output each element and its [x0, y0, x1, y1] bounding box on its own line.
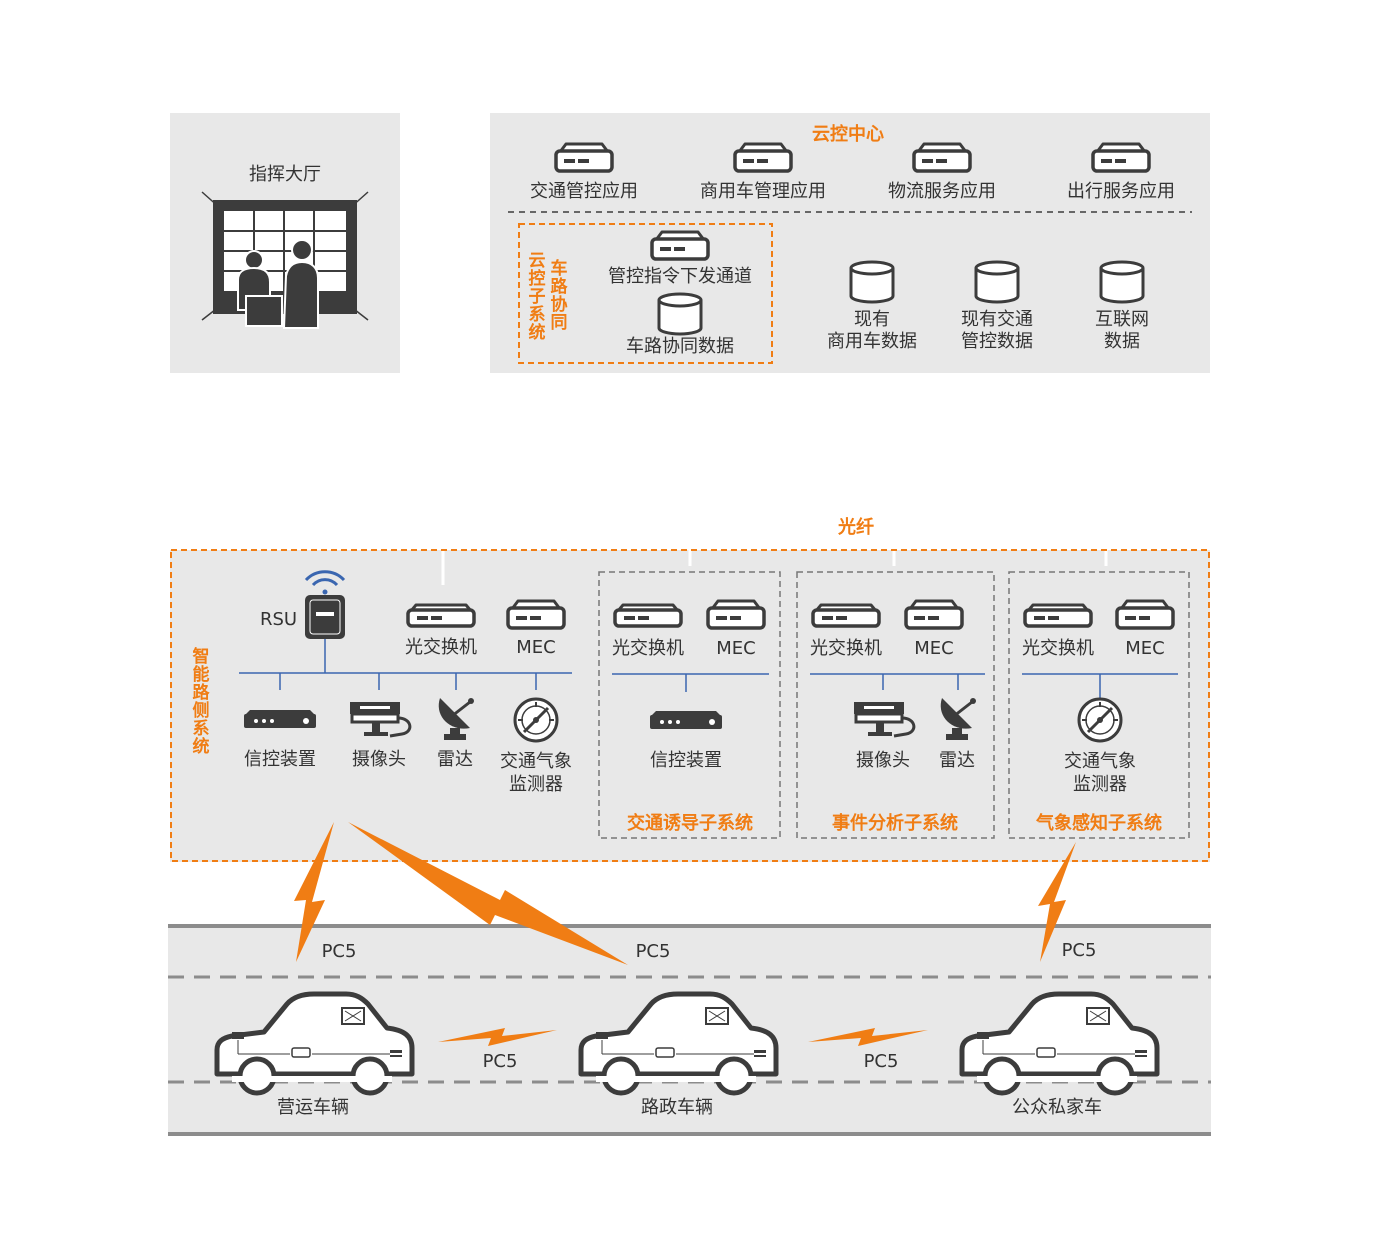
mec-label: MEC — [716, 638, 756, 659]
camera-icon — [852, 700, 916, 738]
weather-label-line1: 交通气象 — [1064, 751, 1136, 772]
mec-icon — [904, 599, 964, 630]
signal-controller-icon — [244, 710, 316, 728]
signal-controller-icon — [650, 711, 722, 729]
mec-label: MEC — [914, 638, 954, 659]
optical-switch-icon — [811, 603, 881, 628]
mec-icon — [1115, 599, 1175, 630]
weather-label-line2: 监测器 — [509, 774, 563, 795]
vehicle-label-operating: 营运车辆 — [277, 1097, 349, 1118]
optical-switch-icon — [613, 603, 683, 628]
camera-label: 摄像头 — [352, 749, 406, 770]
event-subsystem-box — [796, 571, 995, 839]
radar-label: 雷达 — [437, 749, 473, 770]
pc5-bolt-4 — [438, 1028, 557, 1046]
app-commercial-vehicle: 商用车管理应用 — [700, 181, 826, 202]
vehicle-label-private: 公众私家车 — [1012, 1097, 1102, 1118]
pc5-label: PC5 — [482, 1051, 518, 1072]
data-internet-line2: 数据 — [1104, 331, 1140, 352]
signal-label: 信控装置 — [650, 750, 722, 771]
data-internet-line1: 互联网 — [1095, 309, 1149, 330]
vehicle-label-road-admin: 路政车辆 — [641, 1097, 713, 1118]
signal-label: 信控装置 — [244, 749, 316, 770]
app-logistics: 物流服务应用 — [888, 181, 996, 202]
database-icon — [849, 260, 895, 304]
fiber-label: 光纤 — [838, 517, 874, 538]
weather-label-line2: 监测器 — [1073, 774, 1127, 795]
app-traffic-control: 交通管控应用 — [530, 181, 638, 202]
guidance-subsystem-box — [598, 571, 781, 839]
cloud-center-title: 云控中心 — [812, 124, 884, 145]
pc5-label: PC5 — [635, 941, 671, 962]
pc5-label: PC5 — [321, 941, 357, 962]
radar-label: 雷达 — [939, 750, 975, 771]
weather-monitor-icon — [513, 697, 559, 743]
server-icon — [650, 230, 710, 261]
switch-label: 光交换机 — [810, 638, 882, 659]
v2x-data-label: 车路协同数据 — [626, 336, 734, 357]
optical-switch-icon — [1023, 603, 1093, 628]
pc5-links — [294, 822, 1076, 1046]
server-icon — [1091, 142, 1151, 173]
server-icon — [912, 142, 972, 173]
command-hall-title: 指挥大厅 — [249, 164, 321, 185]
weather-subsystem-box — [1008, 571, 1190, 839]
event-subsystem-title: 事件分析子系统 — [832, 813, 958, 834]
switch-label: 光交换机 — [405, 637, 477, 658]
pc5-label: PC5 — [863, 1051, 899, 1072]
pc5-label: PC5 — [1061, 940, 1097, 961]
roadside-system-title: 智能路侧系统 — [192, 647, 210, 757]
mec-icon — [506, 599, 566, 630]
mec-label: MEC — [1125, 638, 1165, 659]
cloud-subsystem-label: 云控子系统 — [528, 251, 546, 343]
server-icon — [554, 142, 614, 173]
command-channel-label: 管控指令下发通道 — [608, 266, 752, 287]
operating-vehicle-icon — [217, 994, 412, 1093]
pc5-bolt-1 — [294, 822, 334, 962]
database-icon — [657, 292, 703, 336]
guidance-subsystem-title: 交通诱导子系统 — [627, 813, 753, 834]
road-admin-vehicle-icon — [581, 994, 776, 1093]
rsu-label: RSU — [260, 609, 298, 630]
data-traffic-line1: 现有交通 — [961, 309, 1033, 330]
camera-icon — [348, 700, 412, 738]
app-travel: 出行服务应用 — [1067, 181, 1175, 202]
v2x-subsystem-box — [518, 223, 773, 364]
radar-icon — [437, 696, 476, 742]
database-icon — [1099, 260, 1145, 304]
weather-label-line1: 交通气象 — [500, 751, 572, 772]
pc5-bolt-3 — [1038, 842, 1076, 962]
switch-label: 光交换机 — [1022, 638, 1094, 659]
database-icon — [974, 260, 1020, 304]
server-icon — [733, 142, 793, 173]
rsu-icon — [304, 570, 346, 673]
data-traffic-line2: 管控数据 — [961, 331, 1033, 352]
mec-label: MEC — [516, 637, 556, 658]
data-commercial-line2: 商用车数据 — [827, 331, 917, 352]
optical-switch-icon — [406, 603, 476, 628]
v2x-label: 车路协同 — [550, 259, 568, 333]
camera-label: 摄像头 — [856, 750, 910, 771]
data-commercial-line1: 现有 — [854, 309, 890, 330]
radar-icon — [939, 696, 978, 742]
weather-subsystem-title: 气象感知子系统 — [1036, 813, 1162, 834]
roadside-system-box — [170, 549, 1210, 862]
private-car-icon — [962, 994, 1157, 1093]
pc5-bolt-2 — [348, 822, 628, 965]
switch-label: 光交换机 — [612, 638, 684, 659]
weather-monitor-icon — [1077, 697, 1123, 743]
pc5-bolt-5 — [808, 1028, 928, 1046]
mec-icon — [706, 599, 766, 630]
command-hall-icon — [201, 191, 369, 329]
